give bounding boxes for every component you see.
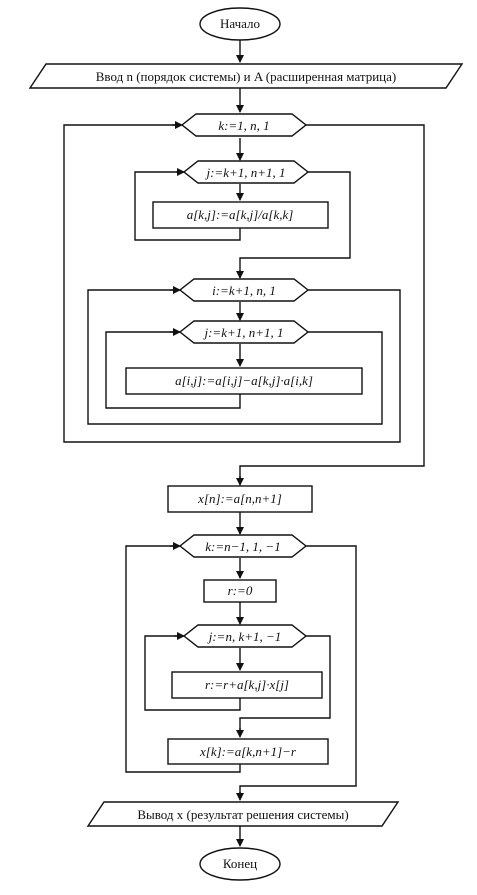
- process-normalize: a[k,j]:=a[k,j]/a[k,k]: [152, 201, 329, 229]
- process-xk: x[k]:=a[k,n+1]−r: [167, 738, 329, 765]
- loop-k-backward: k:=n−1, 1, −1: [178, 534, 308, 558]
- loop-k-forward: k:=1, n, 1: [180, 113, 308, 137]
- end-label: Конец: [223, 856, 257, 871]
- process-accumulate: r:=r+a[k,j]·x[j]: [171, 671, 323, 699]
- loop-j1-label: j:=k+1, n+1, 1: [204, 165, 285, 180]
- loop-j3-label: j:=n, k+1, −1: [207, 629, 282, 644]
- assign-elim-label: a[i,j]:=a[i,j]−a[k,j]·a[i,k]: [175, 373, 313, 388]
- loop-i-label: i:=k+1, n, 1: [212, 283, 276, 298]
- loop-j-normalize: j:=k+1, n+1, 1: [182, 160, 310, 184]
- loop-j2-label: j:=k+1, n+1, 1: [202, 325, 283, 340]
- assign-xk-label: x[k]:=a[k,n+1]−r: [199, 744, 297, 759]
- start-label: Начало: [220, 16, 260, 31]
- process-xn: x[n]:=a[n,n+1]: [167, 485, 313, 513]
- input-label: Ввод n (порядок системы) и A (расширенна…: [96, 69, 396, 84]
- loop-i: i:=k+1, n, 1: [178, 278, 310, 302]
- loop-j-eliminate: j:=k+1, n+1, 1: [178, 320, 310, 344]
- loop-j-sum: j:=n, k+1, −1: [182, 624, 308, 648]
- output-label: Вывод x (результат решения системы): [137, 807, 348, 822]
- process-eliminate: a[i,j]:=a[i,j]−a[k,j]·a[i,k]: [125, 367, 363, 395]
- process-r-zero: r:=0: [203, 579, 277, 603]
- end-terminal: Конец: [199, 847, 281, 881]
- assign-r0-label: r:=0: [228, 583, 253, 598]
- output-block: Вывод x (результат решения системы): [86, 801, 400, 827]
- assign-norm-label: a[k,j]:=a[k,j]/a[k,k]: [187, 207, 294, 222]
- assign-r-label: r:=r+a[k,j]·x[j]: [205, 677, 289, 692]
- loop-k-label: k:=1, n, 1: [218, 118, 269, 133]
- start-terminal: Начало: [199, 7, 281, 41]
- input-block: Ввод n (порядок системы) и A (расширенна…: [28, 63, 464, 89]
- loop-k-back-label: k:=n−1, 1, −1: [205, 539, 280, 554]
- assign-xn-label: x[n]:=a[n,n+1]: [197, 491, 282, 506]
- connector-lines: [63, 40, 425, 847]
